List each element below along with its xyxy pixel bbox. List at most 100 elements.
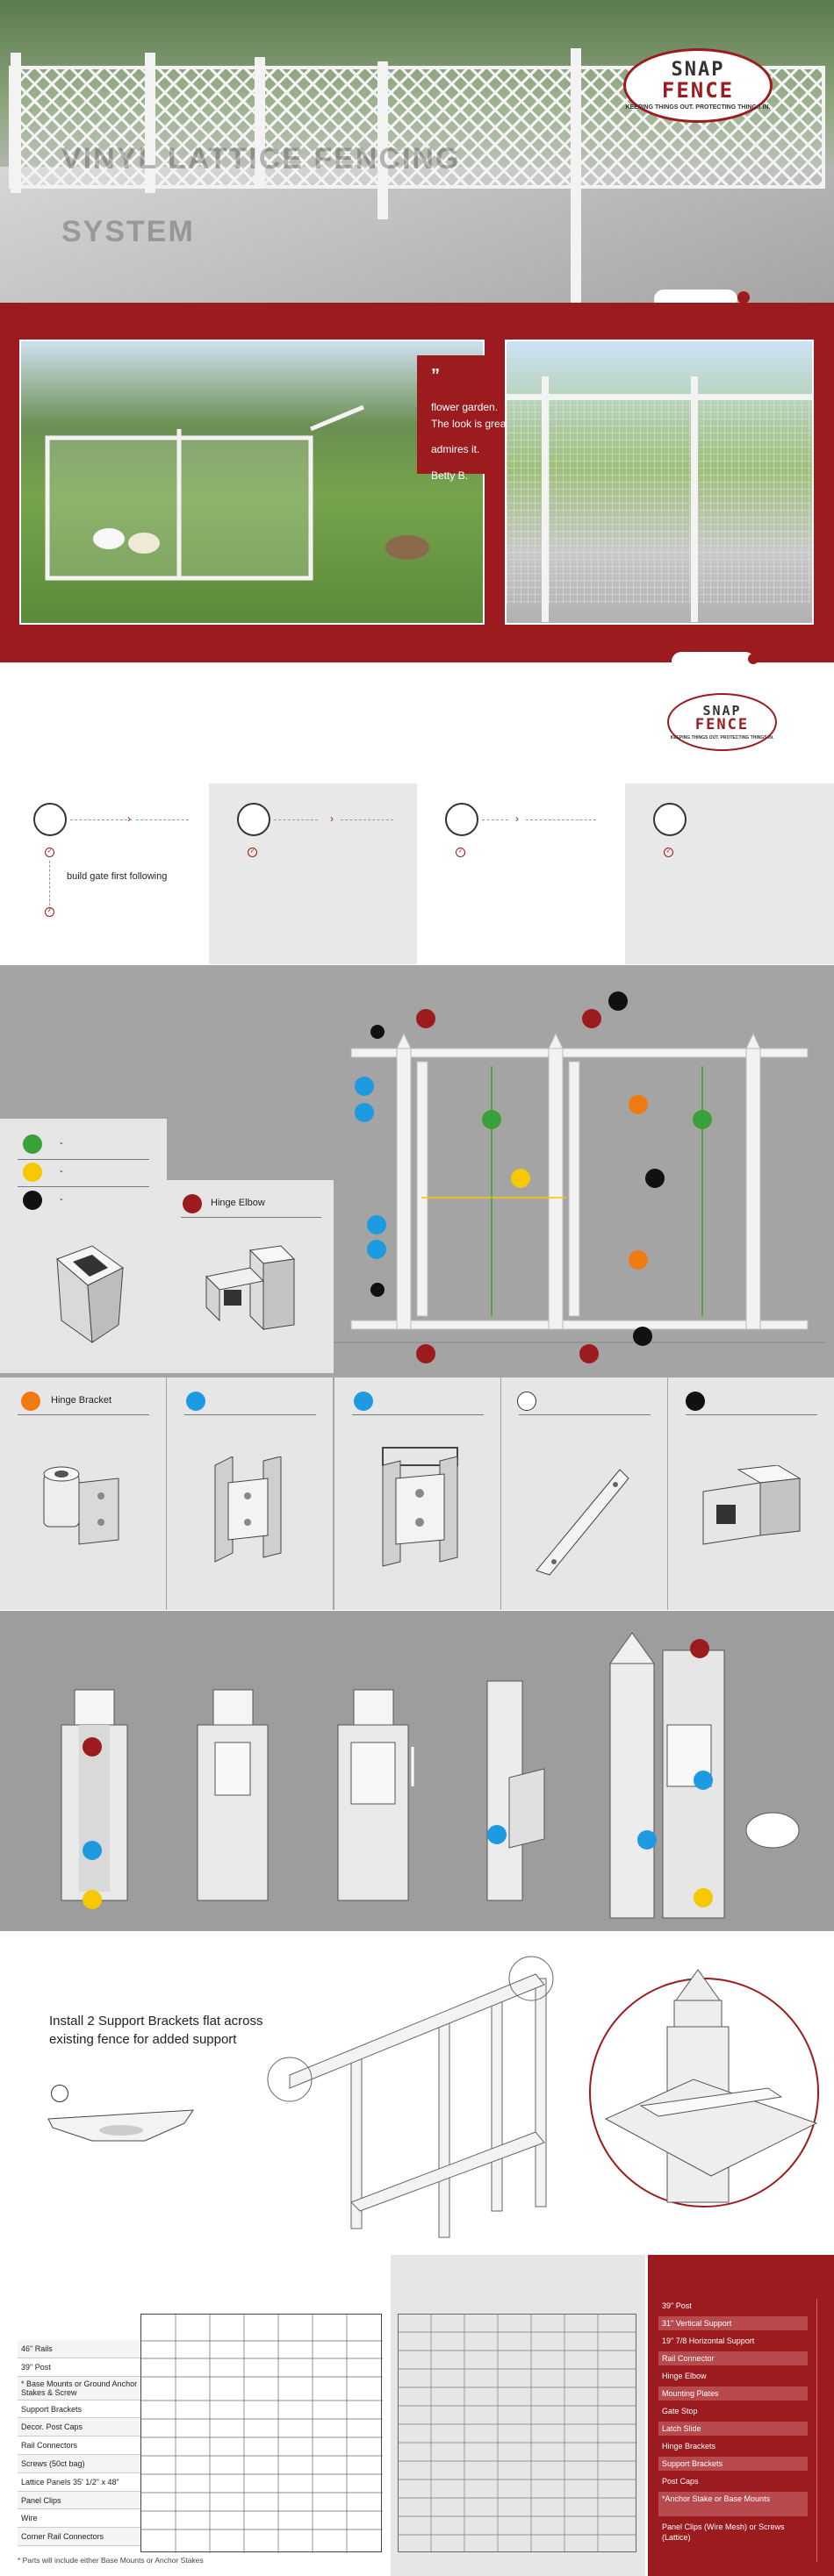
blue-dot (186, 1392, 205, 1411)
step-number-circle (445, 803, 478, 836)
legend-label: - (60, 1166, 63, 1177)
logo-word-top: SNAP (671, 59, 725, 81)
quote-mark: ” (431, 366, 440, 385)
check-icon: ✓ (45, 848, 54, 857)
install-title-line: Install 2 Support Brackets flat across (49, 2014, 263, 2029)
step-divider (136, 819, 189, 820)
step-divider (341, 819, 393, 820)
table-footnote: * Parts will include either Base Mounts … (18, 2556, 204, 2565)
hinge-elbow-title: Hinge Elbow (211, 1198, 265, 1208)
marker-hinge-elbow (83, 1737, 102, 1757)
table-row: Decor. Post Caps (18, 2418, 140, 2437)
part-card-support-bracket (501, 1377, 667, 1610)
chevron-right-icon: › (515, 812, 519, 825)
part-title-underline (184, 1414, 316, 1415)
install-instructions: Install 2 Support Brackets flat across e… (49, 2012, 262, 2049)
marker-blue (355, 1103, 374, 1122)
hero-fence-post (377, 61, 388, 219)
step-card-1: › ✓ build gate first following ✓ (0, 784, 209, 964)
photo-wire-fence (505, 340, 814, 625)
marker-orange (629, 1095, 648, 1114)
logo-tagline: KEEPING THINGS OUT. PROTECTING THINGS IN… (670, 734, 774, 741)
step-divider (482, 819, 508, 820)
legend-dot-green (23, 1134, 42, 1154)
check-icon: ✓ (45, 907, 54, 917)
table-row: Corner Rail Connectors (18, 2528, 140, 2546)
logo-word-bottom: FENCE (694, 715, 750, 733)
quote-line: flower garden. (431, 401, 499, 413)
legend-label: - (60, 1194, 63, 1205)
hero-fence-post (571, 48, 581, 303)
post-install-step-4 (486, 1680, 545, 1901)
check-icon: ✓ (664, 848, 673, 857)
marker-yellow (83, 1890, 102, 1909)
step-number-circle (237, 803, 270, 836)
support-bracket-flat-illustration (47, 2109, 194, 2142)
table-row: * Base Mounts or Ground Anchor Stakes & … (18, 2376, 140, 2401)
hero-pill-tab[interactable] (654, 290, 737, 303)
black-dot (686, 1392, 705, 1411)
hero-fence-post (11, 53, 21, 193)
hinge-bracket-dot (21, 1392, 40, 1411)
legend-dot-black (23, 1191, 42, 1210)
table-row: Rail Connectors (18, 2436, 140, 2455)
marker-black (633, 1327, 652, 1346)
step-text: build gate first following (67, 871, 168, 882)
step-divider (526, 819, 596, 820)
legend-divider (18, 1159, 149, 1160)
gate-checklist-grid (398, 2314, 636, 2552)
support-bracket-illustration (536, 1469, 629, 1576)
post-install-step-2 (197, 1689, 269, 1901)
hero-pavement (0, 167, 834, 303)
step-number-circle (33, 803, 67, 836)
marker-green (693, 1110, 712, 1129)
list-item: Support Brackets (658, 2457, 808, 2471)
list-item: Latch Slide (658, 2422, 808, 2436)
quote-author: Betty B. (431, 469, 469, 482)
blue-dot (354, 1392, 373, 1411)
photo-chickens-enclosure (19, 340, 485, 625)
marker-yellow (694, 1888, 713, 1907)
marker-blue (694, 1771, 713, 1790)
part-card-rail-connector (668, 1377, 834, 1610)
mounting-plate-illustration (214, 1456, 282, 1563)
hero-banner: VINYL LATTICE FENCING SYSTEM SNAP FENCE … (0, 0, 834, 303)
table-row: 39" Post (18, 2358, 140, 2377)
legend-divider (18, 1186, 149, 1187)
hinge-bracket-illustration (43, 1466, 119, 1545)
table-row: Screws (50ct bag) (18, 2454, 140, 2473)
hero-pill-dot (737, 291, 750, 303)
marker-black (370, 1283, 385, 1297)
step-divider (274, 819, 318, 820)
part-title-underline (181, 1217, 321, 1218)
square-tube-illustration (56, 1245, 124, 1344)
legend-label: - (60, 1138, 63, 1148)
list-item: Post Caps (662, 2477, 699, 2486)
gate-parts-list-sidebar: 39" Post 31" Vertical Support 19" 7/8 Ho… (648, 2255, 834, 2576)
checklist-grid-lines (141, 2315, 383, 2553)
marker-blue (367, 1215, 386, 1234)
quote-line: The look is great (431, 418, 509, 431)
marker-yellow (511, 1169, 530, 1188)
step-card-3: › ✓ (417, 784, 625, 964)
rail-connector-illustration (702, 1465, 802, 1545)
check-icon: ✓ (456, 848, 465, 857)
brand-logo-secondary[interactable]: SNAP FENCE KEEPING THINGS OUT. PROTECTIN… (667, 693, 777, 751)
list-item: 39" Post (662, 2301, 692, 2310)
marker-black (608, 991, 628, 1011)
list-item: 19" 7/8 Horizontal Support (662, 2336, 755, 2345)
table-row: Wire (18, 2509, 140, 2529)
marker-blue (83, 1841, 102, 1860)
post-install-step-3 (337, 1689, 414, 1901)
checklist-row-labels: 46" Rails 39" Post * Base Mounts or Grou… (18, 2340, 140, 2546)
brand-logo[interactable]: SNAP FENCE KEEPING THINGS OUT. PROTECTIN… (623, 48, 773, 123)
hero-fence-post (255, 57, 265, 189)
color-legend-panel: - - - (0, 1119, 167, 1373)
marker-blue (637, 1830, 657, 1850)
checklist-grid (140, 2314, 383, 2553)
white-dot (517, 1392, 536, 1411)
marker-hinge-elbow (690, 1639, 709, 1658)
list-item: Mounting Plates (658, 2386, 808, 2401)
marker-blue (367, 1240, 386, 1259)
testimonial-pill-tab[interactable] (672, 652, 755, 671)
